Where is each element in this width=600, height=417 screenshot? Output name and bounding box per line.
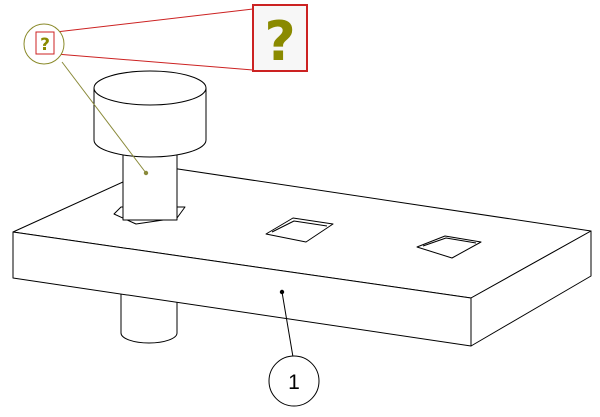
square-hole-2[interactable]	[416, 235, 482, 259]
unknown-balloon-highlight-box	[35, 31, 55, 55]
magnifier-connector-bottom	[55, 53, 254, 71]
magnifier-callout[interactable]: ?	[252, 4, 308, 73]
unknown-leader-attach-dot	[143, 170, 149, 176]
numbered-balloon-label: 1	[288, 371, 300, 394]
lower-cylinder[interactable]	[120, 290, 178, 344]
magnified-question-mark-icon: ?	[264, 10, 295, 73]
numbered-leader-attach-dot	[279, 289, 285, 295]
magnifier-connector-top	[55, 8, 254, 33]
pin-head-side[interactable]	[93, 87, 207, 158]
numbered-balloon[interactable]: 1	[268, 355, 320, 407]
pin-head-top[interactable]	[93, 70, 207, 106]
magnifier-frame	[252, 4, 308, 72]
numbered-balloon-circle	[268, 355, 320, 407]
unknown-balloon-leader	[61, 61, 147, 174]
base-plate[interactable]	[12, 165, 592, 347]
question-mark-icon: ?	[40, 35, 50, 55]
pin-component[interactable]	[93, 70, 207, 221]
plate-right-face[interactable]	[470, 230, 592, 347]
unknown-balloon[interactable]: ?	[23, 23, 65, 65]
square-hole-1[interactable]	[265, 217, 334, 243]
numbered-balloon-leader	[281, 291, 294, 358]
